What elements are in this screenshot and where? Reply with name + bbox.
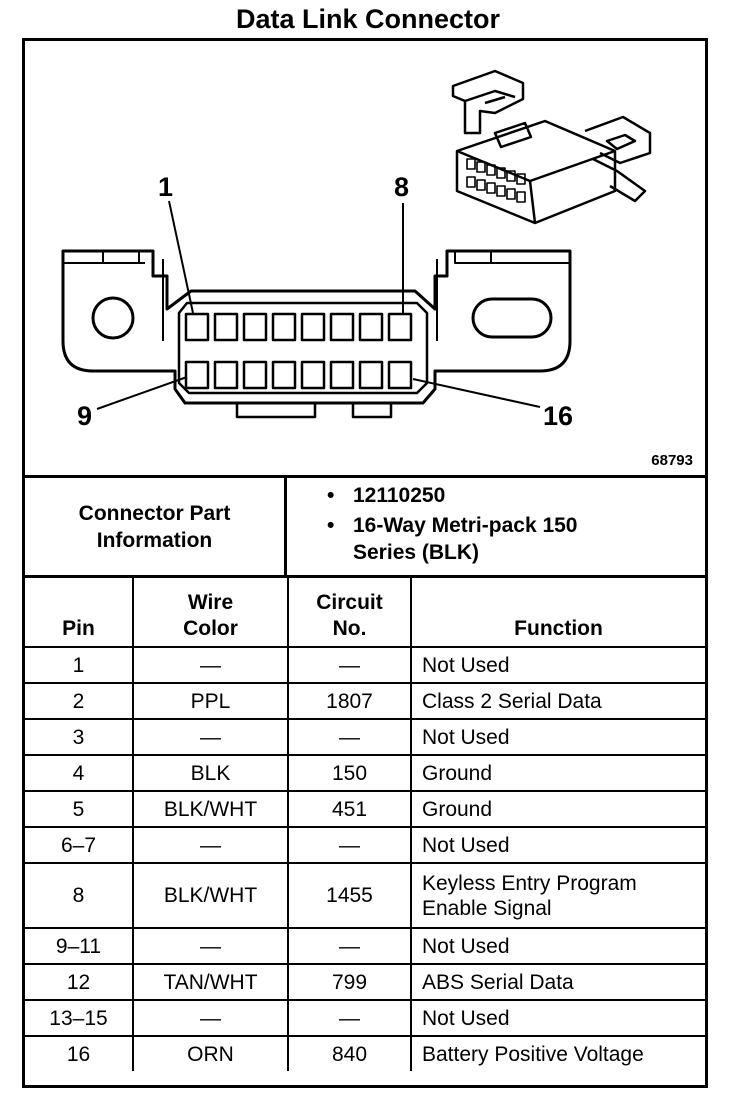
circuit-cell: 451 bbox=[287, 790, 412, 828]
wire-color-cell: — bbox=[132, 927, 289, 965]
circuit-cell: — bbox=[287, 646, 412, 684]
connector-drawing: 1 8 9 16 68793 bbox=[61, 69, 693, 469]
pin-label-8: 8 bbox=[394, 172, 409, 202]
function-cell: Ground bbox=[410, 754, 705, 792]
circuit-cell: 150 bbox=[287, 754, 412, 792]
connector-front-view bbox=[61, 200, 572, 419]
wire-color-cell: — bbox=[132, 646, 289, 684]
circuit-cell: 799 bbox=[287, 963, 412, 1001]
pin-label-16: 16 bbox=[543, 401, 573, 431]
connector-info-frame: 1 8 9 16 68793 Connector Part Informatio… bbox=[22, 38, 708, 1088]
pin-cell: 2 bbox=[25, 682, 134, 720]
connector-part-info: Connector Part Information 12110250 16-W… bbox=[25, 475, 705, 578]
pin-cell: 16 bbox=[25, 1035, 134, 1071]
function-cell: Ground bbox=[410, 790, 705, 828]
function-cell: Not Used bbox=[410, 646, 705, 684]
circuit-cell: — bbox=[287, 927, 412, 965]
connector-type: 16-Way Metri-pack 150 Series (BLK) bbox=[327, 512, 613, 566]
table-row: 9–11——Not Used bbox=[25, 927, 705, 965]
part-info-label-text: Connector Part Information bbox=[78, 501, 231, 552]
header-circuit-no-text: Circuit No. bbox=[316, 591, 383, 640]
part-info-values: 12110250 16-Way Metri-pack 150 Series (B… bbox=[287, 478, 705, 575]
circuit-cell: 840 bbox=[287, 1035, 412, 1071]
table-row: 1——Not Used bbox=[25, 646, 705, 684]
connector-diagram: 1 8 9 16 68793 bbox=[25, 41, 705, 474]
circuit-cell: — bbox=[287, 826, 412, 864]
leader-pin-16 bbox=[412, 378, 541, 408]
pin-cell: 9–11 bbox=[25, 927, 134, 965]
wire-color-cell: BLK/WHT bbox=[132, 862, 289, 929]
table-row: 6–7——Not Used bbox=[25, 826, 705, 864]
pin-label-9: 9 bbox=[77, 401, 92, 431]
function-cell: Not Used bbox=[410, 927, 705, 965]
pin-cell: 8 bbox=[25, 862, 134, 929]
mounting-slot-right bbox=[471, 297, 553, 339]
table-header-row: Pin Wire Color Circuit No. Function bbox=[25, 578, 705, 648]
circuit-cell: 1807 bbox=[287, 682, 412, 720]
leader-pin-1 bbox=[168, 200, 194, 314]
function-cell: Not Used bbox=[410, 826, 705, 864]
pin-cell: 1 bbox=[25, 646, 134, 684]
function-cell: Not Used bbox=[410, 718, 705, 756]
function-cell: Keyless Entry Program Enable Signal bbox=[410, 862, 705, 929]
wire-color-cell: TAN/WHT bbox=[132, 963, 289, 1001]
pinout-table: Pin Wire Color Circuit No. Function 1——N… bbox=[25, 578, 705, 1071]
pin-cell: 13–15 bbox=[25, 999, 134, 1037]
header-wire-color-text: Wire Color bbox=[183, 591, 238, 640]
circuit-cell: — bbox=[287, 999, 412, 1037]
leader-pin-9 bbox=[96, 376, 188, 410]
function-cell: Class 2 Serial Data bbox=[410, 682, 705, 720]
wire-color-cell: ORN bbox=[132, 1035, 289, 1071]
pin-cell: 12 bbox=[25, 963, 134, 1001]
part-number: 12110250 bbox=[327, 482, 705, 509]
header-wire-color: Wire Color bbox=[132, 578, 289, 648]
wire-color-cell: — bbox=[132, 718, 289, 756]
part-info-label: Connector Part Information bbox=[25, 478, 287, 575]
header-function: Function bbox=[410, 578, 705, 648]
wire-color-cell: — bbox=[132, 826, 289, 864]
table-row: 3——Not Used bbox=[25, 718, 705, 756]
function-cell: Battery Positive Voltage bbox=[410, 1035, 705, 1071]
wire-color-cell: BLK/WHT bbox=[132, 790, 289, 828]
table-row: 13–15——Not Used bbox=[25, 999, 705, 1037]
header-pin: Pin bbox=[25, 578, 134, 648]
circuit-cell: 1455 bbox=[287, 862, 412, 929]
pin-cavities-bottom bbox=[184, 360, 413, 390]
pin-cell: 5 bbox=[25, 790, 134, 828]
header-circuit-no: Circuit No. bbox=[287, 578, 412, 648]
mounting-hole-left bbox=[91, 296, 135, 340]
connector-3d-illustration bbox=[451, 69, 652, 225]
pin-label-1: 1 bbox=[158, 172, 173, 202]
wire-color-cell: BLK bbox=[132, 754, 289, 792]
pin-cell: 4 bbox=[25, 754, 134, 792]
wire-color-cell: PPL bbox=[132, 682, 289, 720]
circuit-cell: — bbox=[287, 718, 412, 756]
figure-number: 68793 bbox=[651, 452, 693, 469]
wire-color-cell: — bbox=[132, 999, 289, 1037]
pin-cell: 6–7 bbox=[25, 826, 134, 864]
pin-cell: 3 bbox=[25, 718, 134, 756]
pin-cavities-top bbox=[184, 312, 413, 342]
function-cell: ABS Serial Data bbox=[410, 963, 705, 1001]
page-title: Data Link Connector bbox=[235, 4, 501, 34]
function-cell: Not Used bbox=[410, 999, 705, 1037]
connector-body-outline bbox=[61, 249, 572, 405]
